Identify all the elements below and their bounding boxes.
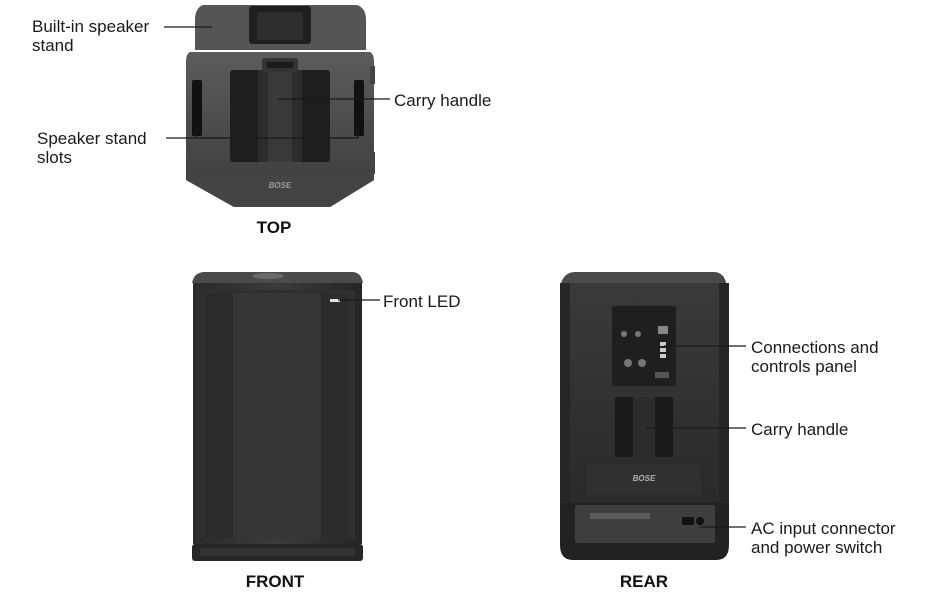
front-led-light [330, 299, 340, 302]
rear-lower-grille [586, 465, 701, 495]
stand-slot-right [354, 80, 364, 136]
callout-connections-panel: Connections and controls panel [751, 338, 879, 376]
stand-slot-left [192, 80, 202, 136]
top-view-speaker [186, 5, 375, 207]
leader-stand-slots-right [196, 128, 359, 139]
view-title-front: FRONT [245, 572, 305, 591]
front-view-speaker [192, 272, 363, 561]
rear-logo: BOSE [633, 474, 656, 483]
callout-built-in-speaker-stand: Built-in speaker stand [32, 17, 150, 55]
callout-rear-carry-handle: Carry handle [751, 420, 849, 439]
front-grille [233, 293, 321, 538]
callout-ac-input: AC input connector and power switch [751, 519, 896, 557]
rear-view-speaker [560, 272, 729, 560]
view-title-rear: REAR [619, 572, 669, 591]
callout-front-led: Front LED [383, 292, 461, 311]
callout-top-carry-handle: Carry handle [394, 91, 492, 110]
top-logo: BOSE [269, 181, 292, 190]
callout-speaker-stand-slots: Speaker stand slots [37, 129, 147, 167]
view-title-top: TOP [256, 218, 292, 237]
leader-lines [164, 26, 746, 528]
